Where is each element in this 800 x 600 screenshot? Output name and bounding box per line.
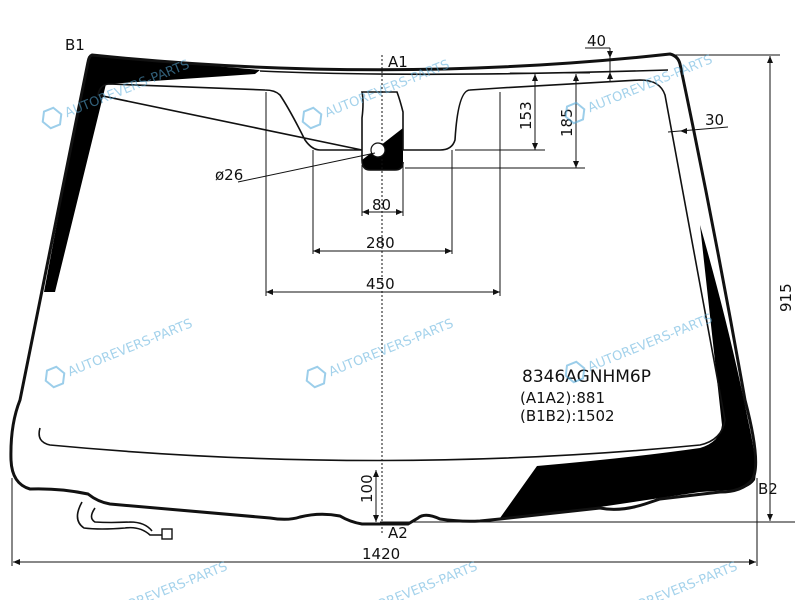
dim-sensor-height-185: 185 [558,108,576,137]
point-a2-label: A2 [388,524,408,542]
right-ceramic-band [500,225,756,518]
dim-width-total: 1420 [362,545,400,563]
connector-icon [161,528,173,540]
dim-sensor-height-153: 153 [517,101,535,130]
watermark: AUTOREVERS-PARTS [351,559,480,600]
svg-text:AUTOREVERS-PARTS: AUTOREVERS-PARTS [586,311,715,375]
svg-text:AUTOREVERS-PARTS: AUTOREVERS-PARTS [351,559,480,600]
measurement-a1a2: (A1A2):881 [520,389,605,407]
part-number: 8346AGNHM6P [522,367,651,387]
dim-hole-diameter: ø26 [215,166,243,184]
dim-top-band: 40 [587,32,606,50]
watermark: AUTOREVERS-PARTS [611,559,740,600]
dimension-arrows [13,51,773,565]
watermark: AUTOREVERS-PARTS [305,316,456,389]
sensor-hole [370,142,386,158]
svg-text:AUTOREVERS-PARTS: AUTOREVERS-PARTS [586,52,715,116]
upper-band-line [259,69,669,76]
dim-bottom-band: 100 [358,474,376,503]
watermarks: AUTOREVERS-PARTS AUTOREVERS-PARTS AUTORE… [41,52,740,600]
glass-outline [9,52,758,526]
watermark: AUTOREVERS-PARTS [44,316,195,389]
point-a1-label: A1 [388,53,408,71]
sensor-wire [76,501,162,536]
dim-height-total: 915 [777,283,795,312]
inner-boundary [38,79,726,462]
point-b2-label: B2 [758,480,778,498]
dim-width-280: 280 [366,234,395,252]
watermark: AUTOREVERS-PARTS [101,559,230,600]
dim-side-band: 30 [705,111,724,129]
svg-text:AUTOREVERS-PARTS: AUTOREVERS-PARTS [327,316,456,380]
svg-text:AUTOREVERS-PARTS: AUTOREVERS-PARTS [611,559,740,600]
hole-leader [237,152,376,183]
svg-text:AUTOREVERS-PARTS: AUTOREVERS-PARTS [66,316,195,380]
dim-width-80: 80 [372,196,391,214]
watermark: AUTOREVERS-PARTS [301,57,452,130]
svg-text:AUTOREVERS-PARTS: AUTOREVERS-PARTS [101,559,230,600]
point-b1-label: B1 [65,36,85,54]
measurement-b1b2: (B1B2):1502 [520,407,615,425]
dim-width-450: 450 [366,275,395,293]
top-left-ceramic-band [44,55,260,292]
